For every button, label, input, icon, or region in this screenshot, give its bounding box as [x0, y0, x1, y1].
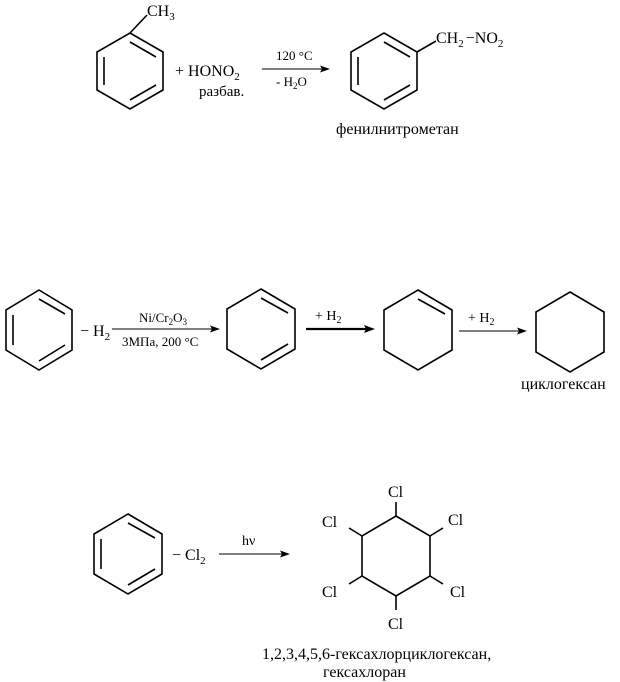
reagent-note: разбав.	[199, 84, 244, 100]
reaction-2-arrow-1	[112, 325, 220, 333]
reaction-2-arrow-3	[459, 327, 527, 335]
condition-temperature: 120 °C	[276, 48, 313, 63]
phenylnitromethane-ring	[350, 32, 437, 110]
cyclohexane-name: циклогексан	[521, 376, 606, 393]
nitric-acid-reagent: + HONO2	[175, 63, 240, 83]
hexachlorocyclohexane-name: 1,2,3,4,5,6-гексахлорциклогексан,	[262, 646, 491, 663]
product-name: фенилнитрометан	[336, 121, 459, 138]
pressure-temperature-condition: 3МПа, 200 °С	[122, 334, 198, 349]
reaction-3: − Cl2 hν Cl Cl Cl Cl Cl Cl 1,2,3,4,5,6-г…	[93, 484, 491, 681]
methyl-group: CH3	[147, 3, 175, 23]
chlorine-label-upper-left: Cl	[322, 514, 338, 531]
cyclohexane-ring	[535, 291, 605, 373]
chlorine-label-lower-right: Cl	[450, 584, 466, 601]
chlorine-label-bottom: Cl	[388, 616, 404, 633]
toluene-ring	[96, 14, 164, 110]
light-condition: hν	[242, 534, 255, 549]
reaction-2: − H2 Ni/Cr2O3 3МПа, 200 °С + H2	[5, 288, 606, 393]
chlorine-label-upper-right: Cl	[448, 512, 464, 529]
hydrogen-reagent-2: + H2	[468, 311, 495, 328]
condition-water: - H2O	[276, 74, 307, 91]
hexachlorocyclohexane-ring	[348, 502, 444, 610]
reaction-3-arrow	[219, 550, 290, 558]
cyclohexene-ring	[383, 289, 453, 371]
benzene-ring-2	[93, 513, 163, 595]
reaction-1-arrow	[262, 65, 330, 73]
chlorine-label-lower-left: Cl	[322, 584, 338, 601]
reaction-2-arrow-2	[306, 325, 375, 333]
hydrogen-reagent-1: + H2	[315, 309, 342, 326]
chlorine-label-top: Cl	[388, 484, 404, 501]
minus-chlorine: − Cl2	[172, 547, 206, 567]
product-ch2-group: CH2−NO2	[436, 30, 503, 50]
minus-hydrogen: − H2	[80, 323, 110, 343]
catalyst-condition: Ni/Cr2O3	[139, 310, 188, 327]
benzene-ring	[5, 289, 73, 371]
cyclohexadiene-ring	[226, 288, 296, 370]
reaction-1: CH3 + HONO2 разбав. 120 °C - H2O CH2−NO2…	[96, 3, 503, 138]
hexachlorane-name: гексахлоран	[323, 664, 406, 681]
